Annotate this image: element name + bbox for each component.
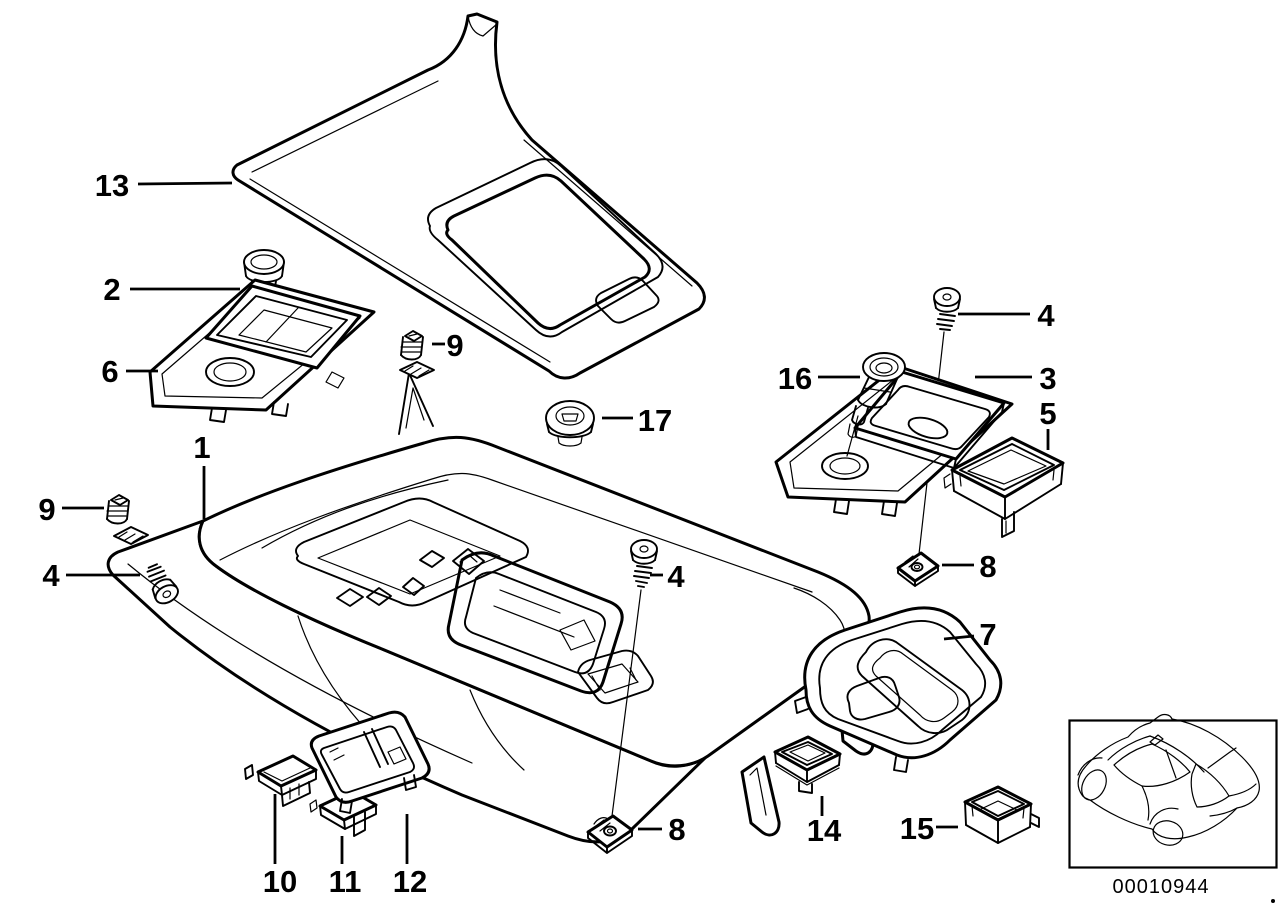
callout-4-middle[interactable]: 4: [650, 559, 685, 594]
callout-8-front-label[interactable]: 8: [668, 812, 685, 847]
callout-4-left-label[interactable]: 4: [42, 558, 60, 593]
ashtray-insert-5-drawing: [943, 436, 1065, 538]
callout-8-front[interactable]: 8: [638, 812, 686, 847]
callout-9-left[interactable]: 9: [38, 492, 104, 527]
callout-11-label[interactable]: 11: [329, 864, 362, 899]
callout-16-label[interactable]: 16: [778, 361, 812, 396]
shift-cover-7-drawing: [794, 606, 1003, 773]
callout-10[interactable]: 10: [263, 794, 297, 899]
page-dot: [1271, 899, 1275, 903]
ashtray-3-drawing: [774, 364, 1014, 517]
callout-6-label[interactable]: 6: [101, 354, 118, 389]
clip-9-left-drawing: [106, 494, 130, 525]
callout-14-label[interactable]: 14: [807, 813, 842, 848]
clip-9-middle-drawing: [400, 330, 424, 361]
trim-panel-13-drawing: [231, 12, 706, 380]
drawing-number: 00010944: [1113, 876, 1210, 898]
tray-14-drawing: [773, 735, 842, 794]
switch-frame-12-drawing: [309, 710, 431, 814]
callout-1[interactable]: 1: [193, 430, 211, 519]
car-silhouette-icon: [1077, 713, 1260, 846]
callout-13-label[interactable]: 13: [95, 168, 129, 203]
callout-12[interactable]: 12: [393, 814, 427, 899]
callout-4-middle-label[interactable]: 4: [667, 559, 685, 594]
callout-6[interactable]: 6: [101, 354, 158, 389]
lighter-16-drawing: [846, 352, 906, 457]
callout-8-rear-label[interactable]: 8: [979, 549, 996, 584]
vehicle-inset-frame: [1068, 719, 1278, 869]
callout-9-middle[interactable]: 9: [432, 328, 464, 363]
callout-3[interactable]: 3: [975, 361, 1057, 396]
cover-10-drawing: [244, 754, 318, 807]
callout-7[interactable]: 7: [943, 617, 997, 652]
callout-9-middle-label[interactable]: 9: [446, 328, 463, 363]
callout-5-label[interactable]: 5: [1039, 396, 1056, 431]
callout-15-label[interactable]: 15: [900, 811, 934, 846]
callout-3-label[interactable]: 3: [1039, 361, 1056, 396]
callout-2-label[interactable]: 2: [103, 272, 120, 307]
callout-2[interactable]: 2: [103, 272, 240, 307]
callout-17[interactable]: 17: [602, 403, 672, 438]
speed-nut-8-rear-drawing: [896, 551, 940, 587]
callout-7-label[interactable]: 7: [979, 617, 996, 652]
vehicle-inset: 00010944: [1068, 713, 1278, 903]
insert-15-drawing: [963, 785, 1040, 844]
callout-16[interactable]: 16: [778, 361, 860, 396]
callout-17-label[interactable]: 17: [638, 403, 672, 438]
screw-4-left-drawing: [146, 563, 179, 605]
callout-4-rear[interactable]: 4: [958, 298, 1055, 333]
callout-11[interactable]: 11: [329, 836, 362, 899]
callout-12-label[interactable]: 12: [393, 864, 427, 899]
callout-13[interactable]: 13: [95, 168, 233, 203]
screw-4-middle-drawing: [611, 539, 658, 817]
callout-9-left-label[interactable]: 9: [38, 492, 55, 527]
callout-5[interactable]: 5: [1039, 396, 1057, 450]
speed-nut-8-front-drawing: [586, 814, 634, 854]
callout-4-left[interactable]: 4: [42, 558, 140, 593]
grommet-17-drawing: [545, 400, 595, 447]
screw-4-rear-drawing: [918, 287, 961, 555]
callouts: 13 2 6 9 4 1 9 17: [38, 168, 1056, 899]
callout-10-label[interactable]: 10: [263, 864, 297, 899]
callout-1-label[interactable]: 1: [193, 430, 210, 465]
callout-4-rear-label[interactable]: 4: [1037, 298, 1055, 333]
callout-15[interactable]: 15: [900, 811, 958, 846]
callout-14[interactable]: 14: [807, 796, 842, 848]
callout-8-rear[interactable]: 8: [942, 549, 997, 584]
ashtray-6-drawing: [148, 278, 376, 423]
